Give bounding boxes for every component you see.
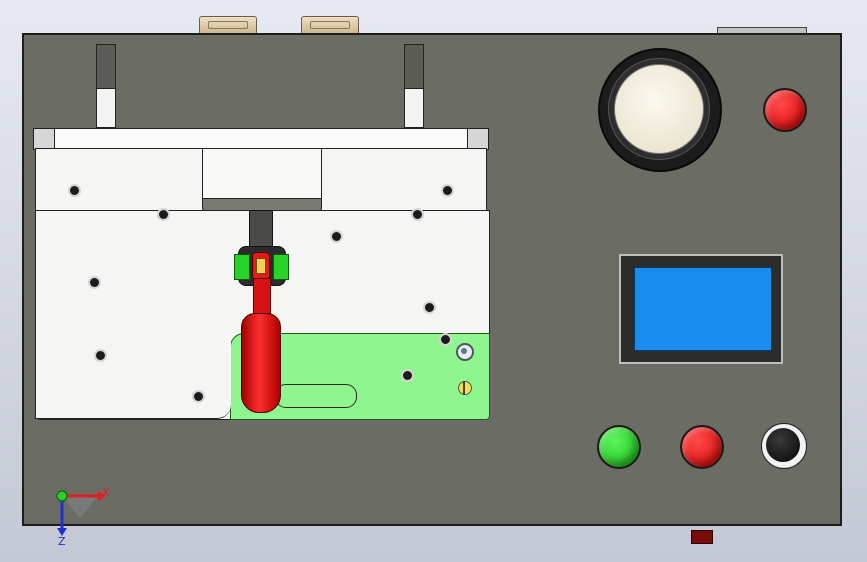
top-rail-cap-left bbox=[33, 128, 55, 150]
z-axis-label: Z bbox=[58, 535, 66, 548]
green-plate-slot bbox=[275, 384, 357, 408]
mount-hole bbox=[330, 230, 343, 243]
stop-button[interactable] bbox=[680, 425, 724, 469]
toggle-clamp-handle[interactable] bbox=[241, 313, 281, 413]
mount-hole bbox=[157, 208, 170, 221]
guide-post-left-sleeve bbox=[96, 88, 116, 128]
z-axis-arrow bbox=[57, 528, 67, 536]
start-button[interactable] bbox=[597, 425, 641, 469]
display-screen bbox=[634, 267, 772, 351]
power-switch[interactable] bbox=[691, 530, 713, 544]
axis-triad-shadow bbox=[62, 496, 98, 518]
gauge-face bbox=[614, 64, 704, 154]
center-block bbox=[202, 148, 322, 200]
reset-button[interactable] bbox=[766, 428, 800, 462]
mount-hole bbox=[68, 184, 81, 197]
mount-hole bbox=[441, 184, 454, 197]
mount-hole bbox=[192, 390, 205, 403]
mount-hole bbox=[439, 333, 452, 346]
mount-hole bbox=[401, 369, 414, 382]
mount-hole bbox=[411, 208, 424, 221]
clamp-stem bbox=[249, 210, 273, 252]
yellow-screw-slot bbox=[463, 381, 465, 395]
axis-triad: X Z bbox=[56, 486, 110, 548]
top-rail-cap-right bbox=[467, 128, 489, 150]
yellow-screw bbox=[458, 381, 472, 395]
sensor-ring-center bbox=[461, 348, 467, 354]
clamp-green-right bbox=[273, 254, 289, 280]
mount-hole bbox=[88, 276, 101, 289]
mount-hole bbox=[423, 301, 436, 314]
mount-hole bbox=[94, 349, 107, 362]
plate-notch bbox=[35, 333, 231, 419]
clamp-pivot-pin bbox=[256, 258, 266, 274]
x-axis-arrow bbox=[98, 491, 106, 501]
top-rail bbox=[33, 128, 489, 150]
x-axis-label: X bbox=[102, 486, 110, 499]
emergency-stop-button[interactable] bbox=[763, 88, 807, 132]
clamp-green-left bbox=[234, 254, 250, 280]
guide-post-right-sleeve bbox=[404, 88, 424, 128]
y-axis-origin bbox=[56, 490, 68, 502]
